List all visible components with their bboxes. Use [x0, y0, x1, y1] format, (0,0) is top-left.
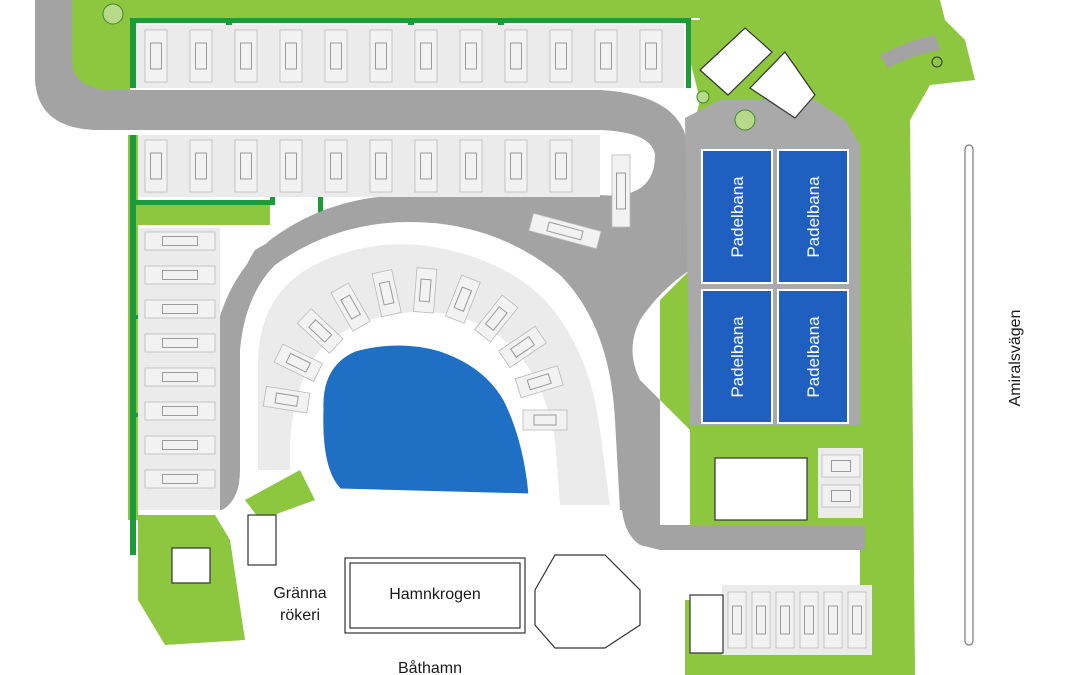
parking-slot — [144, 367, 216, 387]
padel-court-4: Padelbana — [777, 289, 849, 424]
grass-top-right — [330, 0, 945, 20]
parking-slot — [144, 299, 216, 319]
buildings — [171, 27, 816, 654]
padel-courts: Padelbana Padelbana Padelbana Padelbana — [701, 149, 849, 424]
parking-slot — [369, 139, 393, 193]
pool — [320, 342, 532, 497]
road-name-label: Amiralsvägen — [1007, 310, 1024, 407]
road-top-right-link — [880, 35, 940, 68]
padel-court-1: Padelbana — [701, 149, 773, 284]
padel-court-3-label: Padelbana — [728, 316, 747, 398]
roads — [35, 0, 940, 550]
parking-slot — [234, 139, 258, 193]
parking-slot — [296, 308, 344, 354]
parking-slot — [474, 294, 519, 343]
parking-slot — [594, 29, 618, 83]
parking-slot — [330, 282, 371, 332]
parking-slot — [144, 265, 216, 285]
parking-slot — [498, 325, 547, 369]
parking-slot — [727, 591, 747, 649]
building-hamnkrogen — [344, 557, 526, 634]
parking-slot — [262, 385, 311, 414]
parking-slot — [324, 139, 348, 193]
tree-icon-right-2 — [734, 109, 756, 131]
parking-slot — [279, 139, 303, 193]
parking-slot — [459, 29, 483, 83]
parking-slot — [414, 139, 438, 193]
padel-court-3: Padelbana — [701, 289, 773, 424]
parking-slot — [144, 29, 168, 83]
padel-court-4-label: Padelbana — [804, 316, 823, 398]
building-smokehouse — [247, 514, 277, 566]
parking-slot — [847, 591, 867, 649]
parking-slot — [639, 29, 663, 83]
lot-top-row — [136, 25, 684, 88]
parking-slot — [611, 154, 631, 228]
tree-icon-right-1 — [696, 90, 710, 104]
parking-slot — [369, 29, 393, 83]
parking-slot — [144, 435, 216, 455]
building-kiosk — [171, 547, 211, 584]
building-service — [714, 457, 808, 521]
parking-slot — [514, 365, 564, 399]
building-hamnkrogen-inner — [349, 562, 521, 629]
parking-slot — [279, 29, 303, 83]
building-top-right-b — [749, 51, 816, 119]
parking-slot — [775, 591, 795, 649]
parking-slot — [528, 212, 602, 250]
padel-court-1-label: Padelbana — [728, 176, 747, 258]
parking-slot — [324, 29, 348, 83]
marker-icon-top-right — [931, 56, 943, 68]
parking-slot — [413, 267, 438, 314]
parking-slot — [504, 139, 528, 193]
parking-slot — [823, 591, 843, 649]
hedge-mid-row — [136, 200, 274, 205]
parking-slot — [234, 29, 258, 83]
parking-slot — [189, 29, 213, 83]
parking-slot — [371, 269, 402, 318]
parking-slot — [504, 29, 528, 83]
boat-harbour-label: Båthamn — [398, 659, 462, 675]
building-octagon — [534, 554, 641, 649]
parking-slot — [751, 591, 771, 649]
parking-slot — [522, 409, 568, 431]
building-top-right-a — [699, 27, 773, 96]
hedge-top-right — [686, 18, 691, 88]
hedge-left-long — [130, 135, 136, 555]
parking-slot — [414, 29, 438, 83]
smokehouse-label-line1: Gränna — [273, 585, 326, 602]
parking-slot — [273, 343, 323, 383]
parking-slot — [821, 454, 861, 478]
road-edge-line — [964, 144, 974, 646]
trees — [102, 3, 943, 131]
parking-slot — [799, 591, 819, 649]
smokehouse-label-line2: rökeri — [280, 607, 320, 624]
building-bottom-right — [689, 594, 724, 654]
hedge-top-left — [130, 18, 136, 88]
parking-slot — [144, 231, 216, 251]
grass-center-left — [245, 470, 315, 520]
parking-slot — [144, 401, 216, 421]
road-top-left-loop — [35, 0, 865, 550]
tree-icon-top — [102, 3, 124, 25]
parking-slots — [144, 29, 867, 649]
grass-inner-mid — [138, 205, 270, 225]
parking-slot — [144, 333, 216, 353]
parking-slot — [144, 139, 168, 193]
parking-slot — [821, 484, 861, 508]
parking-slot — [549, 139, 573, 193]
hamnkrogen-label: Hamnkrogen — [389, 586, 481, 603]
padel-court-2: Padelbana — [777, 149, 849, 284]
parking-slot — [444, 274, 481, 324]
lot-bottom-right — [722, 585, 872, 655]
parking-slot — [549, 29, 573, 83]
parking-slot — [144, 469, 216, 489]
padel-court-2-label: Padelbana — [804, 176, 823, 258]
parking-slot — [189, 139, 213, 193]
parking-slot — [459, 139, 483, 193]
